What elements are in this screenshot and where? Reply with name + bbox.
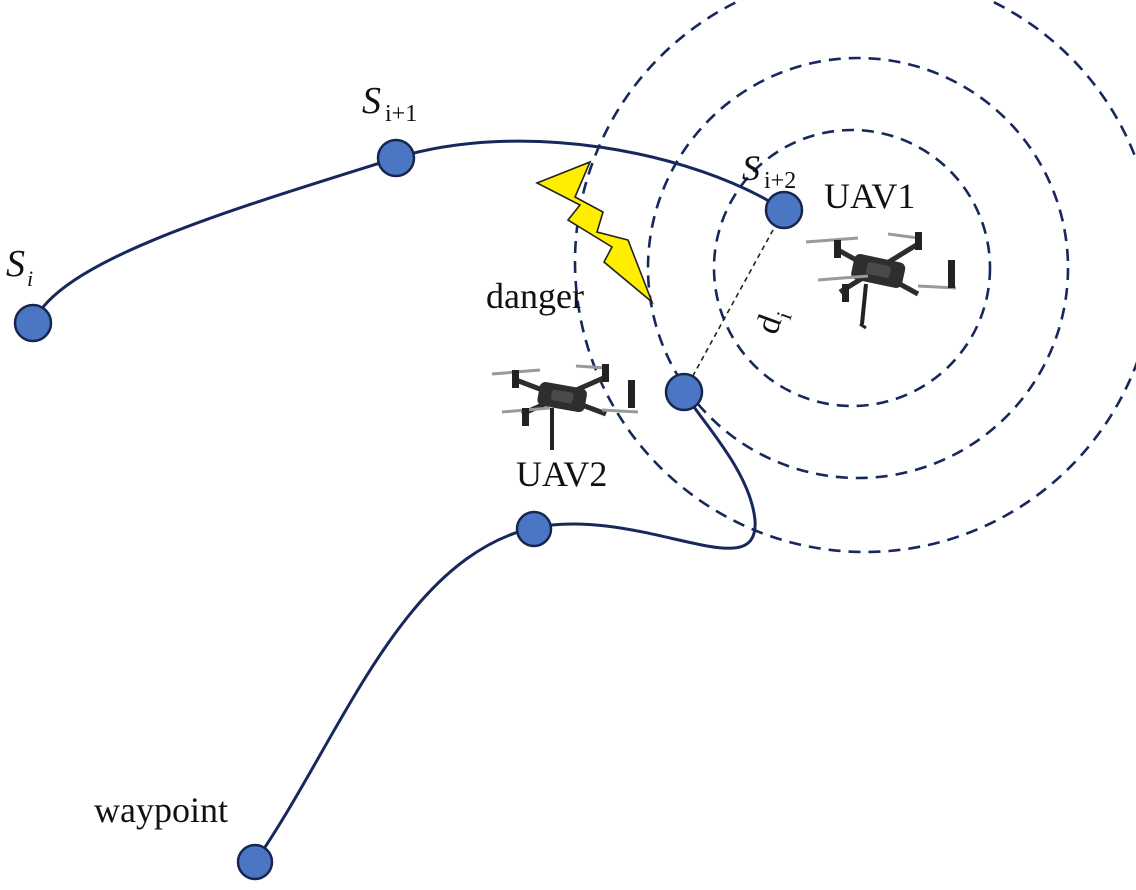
danger-ring-outer bbox=[573, 0, 1136, 554]
label-uav1: UAV1 bbox=[824, 176, 915, 216]
danger-ring-middle bbox=[646, 56, 1070, 480]
lower-trajectory bbox=[253, 391, 757, 863]
label-danger: danger bbox=[486, 276, 584, 316]
lightning-bolt-icon bbox=[535, 160, 654, 305]
danger-zone-rings bbox=[573, 0, 1136, 554]
label-waypoint: waypoint bbox=[94, 790, 228, 830]
node-uav2-position bbox=[664, 372, 704, 412]
uav1-drone-icon bbox=[805, 232, 957, 330]
node-s-i-plus-2 bbox=[764, 190, 804, 230]
label-distance: di bbox=[749, 302, 797, 340]
node-waypoint bbox=[236, 843, 274, 881]
node-lower-intermediate bbox=[515, 510, 553, 548]
uav2-drone-icon bbox=[491, 364, 639, 450]
node-s-i-plus-1 bbox=[376, 138, 416, 178]
distance-line bbox=[683, 209, 785, 393]
label-uav2: UAV2 bbox=[516, 454, 607, 494]
label-s-i: Si bbox=[6, 243, 33, 291]
danger-ring-inner bbox=[712, 128, 992, 408]
node-s-i bbox=[13, 303, 53, 343]
svg-text:di: di bbox=[749, 302, 797, 340]
